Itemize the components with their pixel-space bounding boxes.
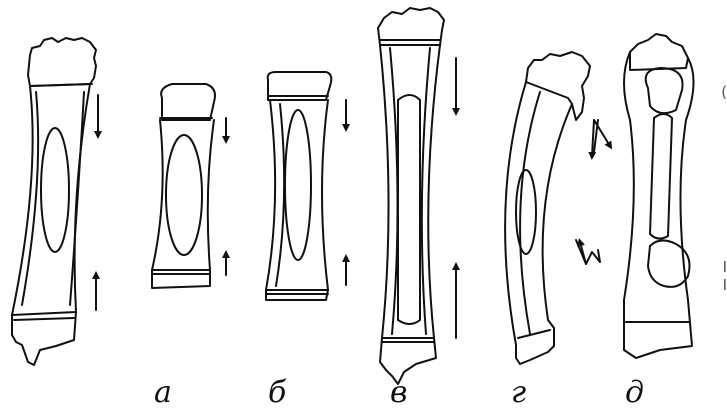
bone-1-growth-plate-top: [32, 84, 92, 86]
bone-1: [12, 38, 98, 365]
bone-b: [266, 72, 346, 300]
bone-v-marrow-cavity: [398, 95, 420, 324]
bone-g-arrow-top: [594, 120, 610, 152]
panel-label-d: д: [625, 378, 644, 408]
panel-label-b: б: [268, 378, 286, 408]
bone-a-epiphysis-top: [161, 84, 215, 120]
bone-d-outline: [624, 52, 694, 358]
bone-a-shaft: [152, 120, 214, 270]
bone-g-growth-plate-bottom: [518, 330, 550, 338]
bone-g: [505, 52, 610, 364]
bone-1-inner-line-right: [70, 92, 84, 305]
bone-a-marrow-cavity: [166, 135, 202, 255]
bone-v-shaft: [380, 45, 440, 338]
panel-label-v: в: [390, 378, 407, 408]
bone-b-marrow-cavity: [285, 110, 311, 260]
bone-1-epiphysis-top: [28, 38, 96, 86]
bone-v-epiphysis-bottom: [380, 338, 436, 384]
cropped-edge-text-1: (: [721, 83, 727, 101]
bone-g-inner-curve-left: [520, 92, 540, 334]
bone-b-inner-left: [276, 104, 284, 286]
cropped-edge-text-3: I: [723, 276, 727, 294]
cropped-edge-text-2: I: [723, 258, 727, 276]
bone-d-epiphysis-top: [630, 34, 688, 70]
bone-v-inner-left: [390, 48, 398, 334]
bone-b-shaft: [266, 100, 328, 290]
bone-a-epiphysis-bottom: [152, 270, 210, 288]
panel-label-g: г: [511, 378, 526, 408]
bone-d: [624, 34, 694, 358]
bone-g-inner-curve-right: [543, 104, 572, 320]
bone-1-growth-plate-bottom: [14, 318, 74, 320]
panel-label-a: а: [154, 378, 172, 408]
bone-g-marrow-cavity: [516, 170, 536, 254]
bone-1-marrow-cavity: [41, 128, 69, 252]
bone-d-cavity-mid: [650, 114, 672, 239]
bone-v: [378, 8, 456, 384]
bone-d-cyst-top: [646, 68, 683, 113]
bone-g-epiphysis-bottom: [516, 320, 554, 364]
bone-a: [152, 84, 226, 288]
